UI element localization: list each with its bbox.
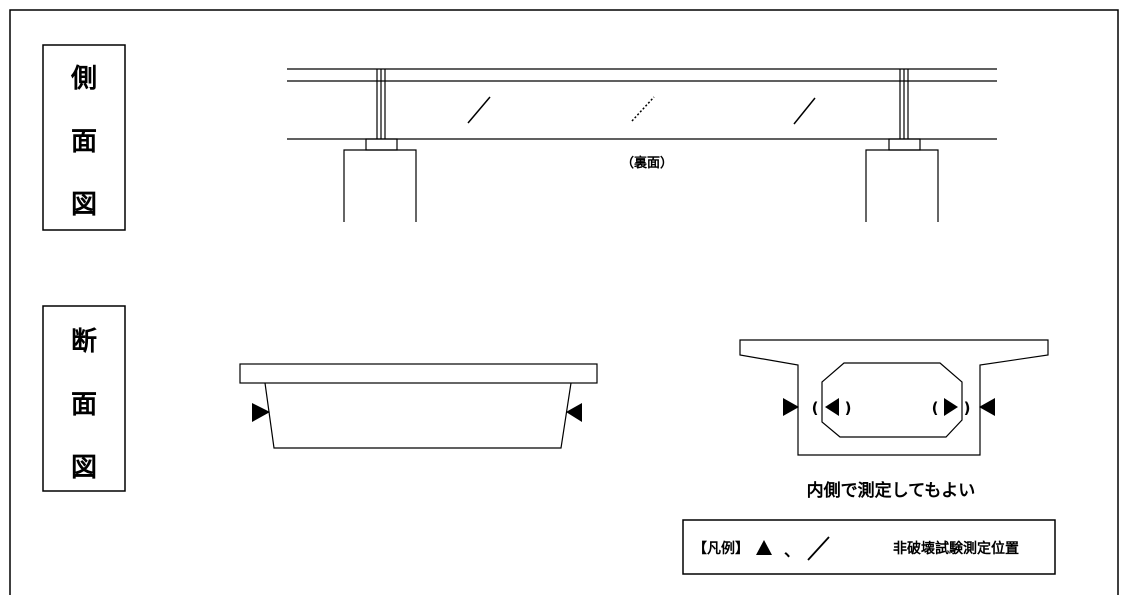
section-view-label-char-1: 断 — [71, 326, 97, 357]
section-view-label-char-3: 図 — [71, 453, 97, 483]
slab-top-flange — [239, 363, 598, 384]
paren-open-right: ( — [932, 399, 939, 417]
side-view-label-char-1: 側 — [70, 64, 97, 94]
box-outer-outline — [739, 339, 1049, 456]
slab-marker-right — [566, 403, 582, 422]
section-view-label-box: 断 面 図 — [42, 305, 126, 492]
slab-girder-section — [239, 363, 598, 449]
section-view-label-char-2: 面 — [71, 390, 97, 420]
left-bearing — [365, 138, 398, 151]
box-inner-cell — [821, 362, 963, 438]
legend-bracket-label: 【凡例】 — [693, 540, 749, 557]
box-marker-inner-left — [825, 398, 839, 416]
side-view-drawing — [287, 68, 997, 222]
legend-separator: 、 — [784, 541, 800, 560]
legend-slash-icon — [807, 536, 830, 561]
slab-marker-left — [252, 403, 270, 422]
right-pier — [865, 149, 939, 222]
legend-triangle-icon — [756, 540, 772, 555]
outer-frame — [9, 9, 1119, 595]
slab-web — [264, 382, 572, 449]
paren-close-left: ) — [845, 399, 852, 417]
underside-note: （裏面） — [621, 155, 673, 171]
measure-mark-slash-2 — [793, 97, 816, 125]
box-marker-outer-left — [783, 398, 799, 416]
side-view-label-char-2: 面 — [71, 127, 97, 157]
legend-description: 非破壊試験測定位置 — [893, 540, 1019, 557]
side-view-label-char-3: 図 — [71, 190, 97, 220]
legend-box: 【凡例】 、 非破壊試験測定位置 — [682, 519, 1056, 575]
right-bearing — [888, 138, 921, 151]
inside-measure-note: 内側で測定してもよい — [807, 480, 976, 501]
box-marker-inner-right — [944, 398, 958, 416]
left-pier — [343, 149, 417, 222]
measure-mark-slash-1 — [467, 96, 491, 124]
measure-mark-dotted — [631, 96, 655, 122]
paren-open-left: ( — [812, 399, 819, 417]
box-marker-outer-right — [979, 398, 995, 416]
right-stiffener — [899, 69, 909, 139]
box-girder-section — [739, 339, 1049, 456]
side-view-label-box: 側 面 図 — [42, 44, 126, 231]
paren-close-right: ) — [964, 399, 971, 417]
left-stiffener — [376, 69, 386, 139]
